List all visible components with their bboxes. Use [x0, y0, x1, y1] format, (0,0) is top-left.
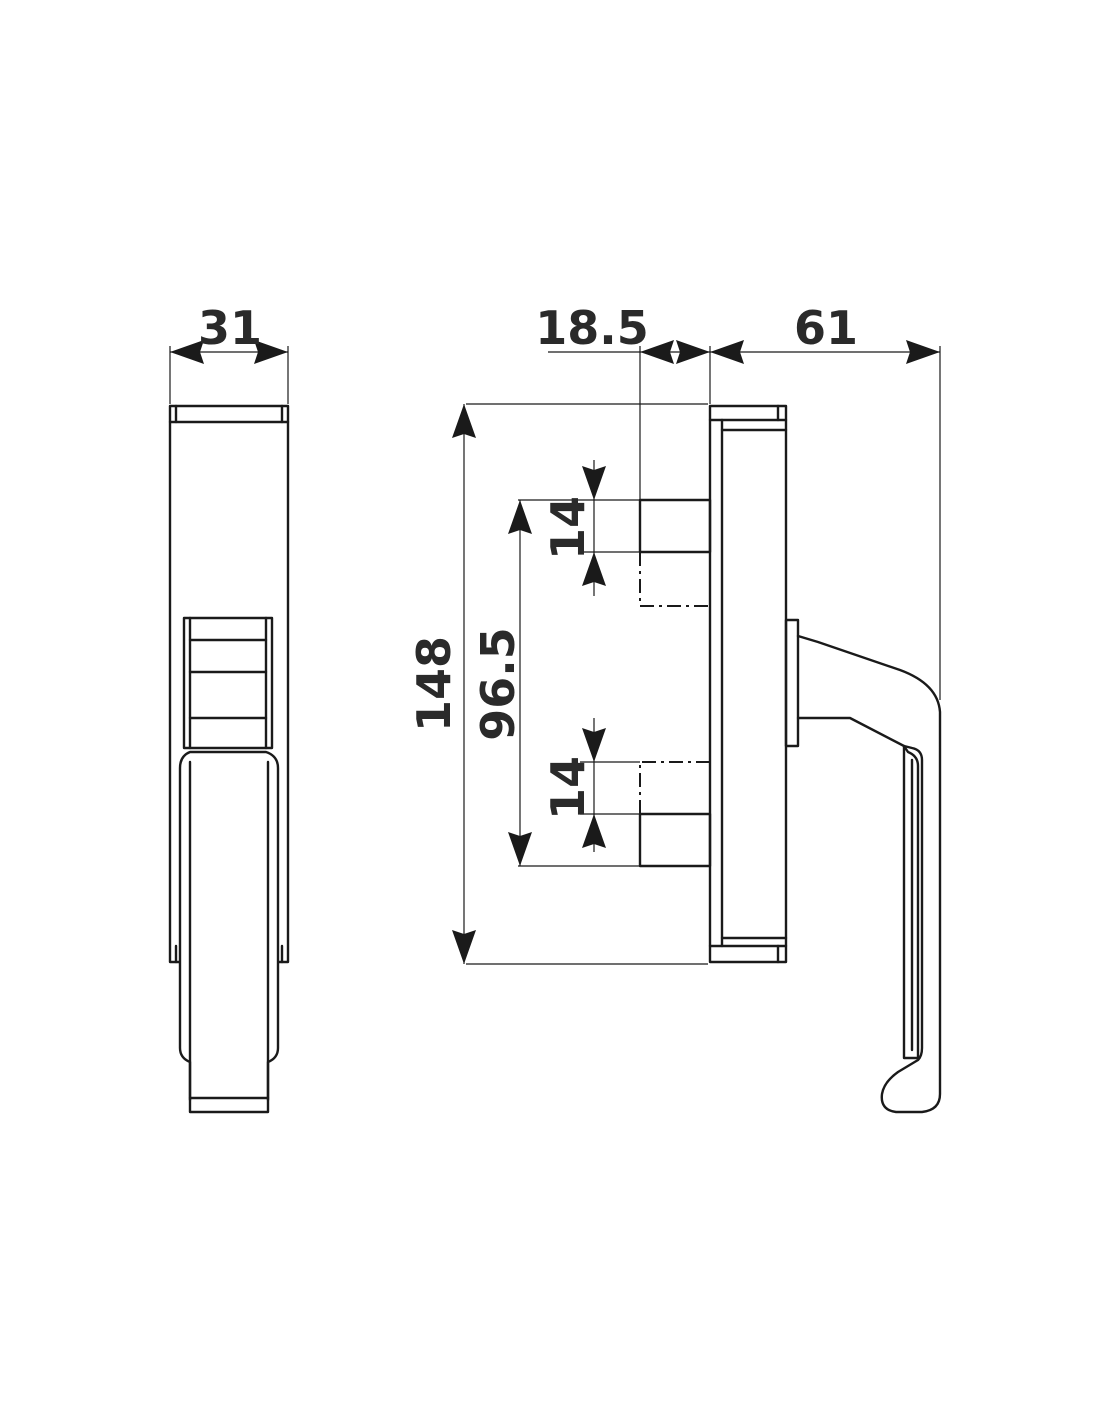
dim-18-arrow-left: [640, 340, 674, 364]
front-view-handle: [796, 634, 942, 1114]
dim-96-arrow-bottom: [508, 832, 532, 866]
dim-96-arrow-top: [508, 500, 532, 534]
dim-14-lower-arrow-top: [582, 728, 606, 762]
dim-61-arrow-left: [710, 340, 744, 364]
side-view: 31: [168, 301, 290, 1114]
dim-31-arrow-left: [170, 340, 204, 364]
dim-148-arrow-top: [452, 404, 476, 438]
dim-18-arrow-right: [676, 340, 710, 364]
dim-14-lower-label: 14: [541, 756, 595, 820]
front-view-spindle-boss: [784, 618, 800, 748]
dim-96-label: 96.5: [471, 627, 525, 741]
dim-148-label: 148: [407, 636, 461, 732]
front-view-handle-grip: [902, 744, 920, 1060]
front-view-plate: [708, 404, 788, 964]
dim-31-label: 31: [198, 301, 262, 355]
front-view-upper-pin-hidden: [639, 552, 710, 607]
dim-61-arrow-right: [906, 340, 940, 364]
dim-14-upper-arrow-top: [582, 466, 606, 500]
side-view-body: [168, 404, 290, 964]
front-view-lower-pin-hidden: [639, 761, 710, 814]
front-view: 148 96.5 14 14 18.5 61: [407, 301, 942, 1114]
dim-31-arrow-right: [254, 340, 288, 364]
dim-18-label: 18.5: [535, 301, 649, 355]
dim-14-upper-label: 14: [541, 496, 595, 560]
dim-61-label: 61: [794, 301, 858, 355]
dim-14-upper-arrow-bottom: [582, 552, 606, 586]
dim-14-lower-arrow-bottom: [582, 814, 606, 848]
side-view-boss: [182, 616, 274, 750]
side-view-lever: [178, 750, 280, 1114]
dim-148-arrow-bottom: [452, 930, 476, 964]
front-view-upper-pin: [638, 498, 712, 554]
front-view-lower-pin: [638, 812, 712, 868]
